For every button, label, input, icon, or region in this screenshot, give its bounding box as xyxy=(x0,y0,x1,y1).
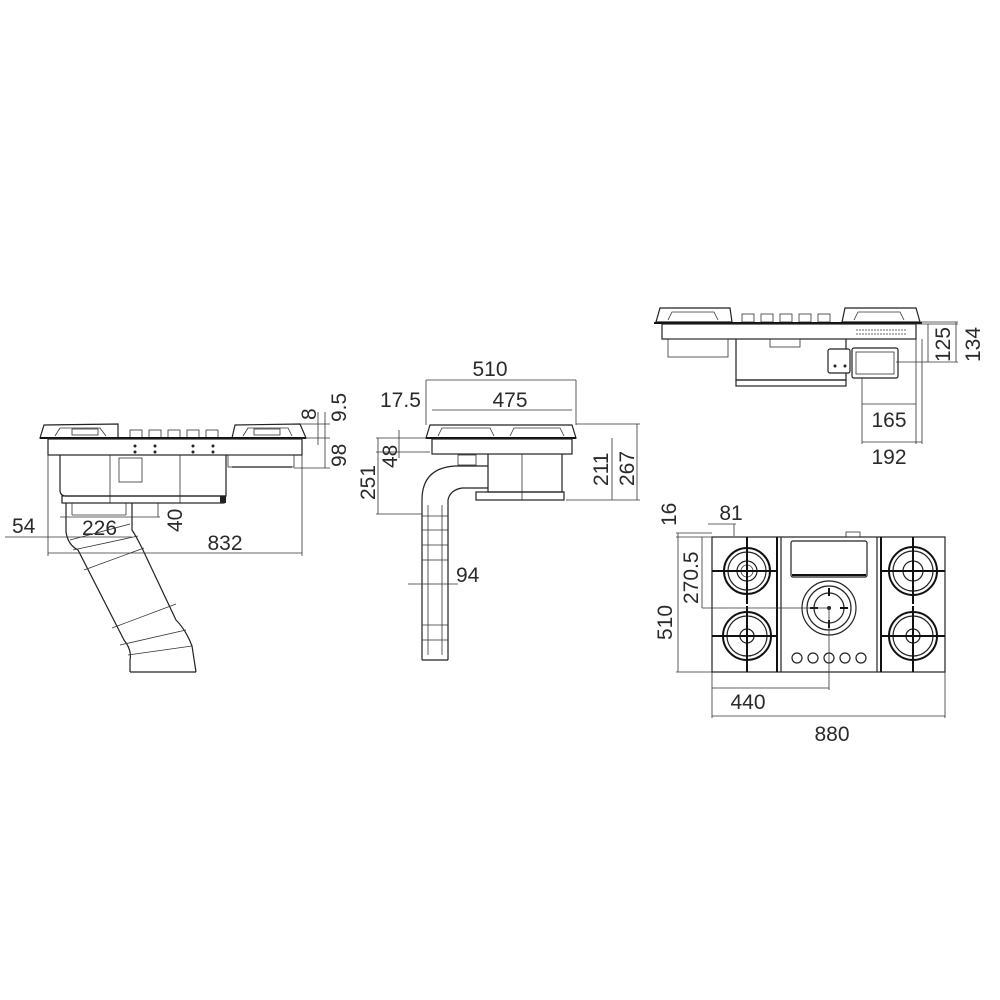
extractor-vent xyxy=(790,540,868,578)
burner-bottom-left xyxy=(712,606,777,672)
rear-control-knobs xyxy=(741,313,831,323)
dim-module-offset: 192 xyxy=(871,446,906,469)
motor-body xyxy=(59,455,227,497)
dim-overall-width: 832 xyxy=(207,532,242,555)
dim-burner-offset: 81 xyxy=(719,502,742,525)
hob-outline xyxy=(711,536,946,673)
dim-edge-offset: 17.5 xyxy=(380,389,421,412)
dim-top-total: 9.5 xyxy=(328,393,351,422)
dim-duct-outlet-height: 251 xyxy=(357,465,380,500)
dim-body-height: 211 xyxy=(590,453,613,486)
vertical-duct xyxy=(421,454,488,661)
dim-frame-height: 48 xyxy=(379,445,402,468)
side-top-profile xyxy=(425,424,577,439)
dim-inner-depth: 475 xyxy=(492,389,527,412)
frame xyxy=(47,438,303,456)
side-view-vertical-duct: 510 475 17.5 48 251 211 267 94 xyxy=(357,358,640,661)
dim-rear-total-height: 134 xyxy=(962,327,985,362)
left-burner-profile xyxy=(39,423,119,439)
front-view-angled-duct: 832 54 226 40 8 9.5 98 xyxy=(5,393,351,673)
rear-view: 125 134 165 192 xyxy=(654,307,985,469)
dim-edge: 16 xyxy=(658,503,681,526)
control-knobs xyxy=(129,429,219,439)
side-frame xyxy=(431,438,573,455)
top-view: 16 81 270.5 510 440 880 xyxy=(654,502,946,746)
dim-top-overall-width: 880 xyxy=(814,723,849,746)
dim-depth-right: 98 xyxy=(328,444,351,467)
burner-bottom-right xyxy=(881,606,945,672)
dim-top-glass: 8 xyxy=(298,408,321,420)
dim-overall-depth: 510 xyxy=(472,358,507,381)
dim-duct-drop: 40 xyxy=(164,509,187,532)
angled-duct xyxy=(65,503,197,673)
dim-center-depth: 270.5 xyxy=(680,551,703,604)
burner-top-right xyxy=(881,537,945,604)
dim-duct-width: 94 xyxy=(456,564,480,587)
dim-total-height: 267 xyxy=(616,451,639,486)
dim-top-overall-depth: 510 xyxy=(654,605,677,640)
burner-top-left xyxy=(712,537,777,604)
dim-module-height: 125 xyxy=(932,327,955,362)
dim-module-depth: 165 xyxy=(871,409,906,432)
dim-center-offset: 440 xyxy=(730,691,765,714)
dim-duct-spacing: 226 xyxy=(82,517,117,540)
dim-duct-offset: 54 xyxy=(12,515,36,538)
